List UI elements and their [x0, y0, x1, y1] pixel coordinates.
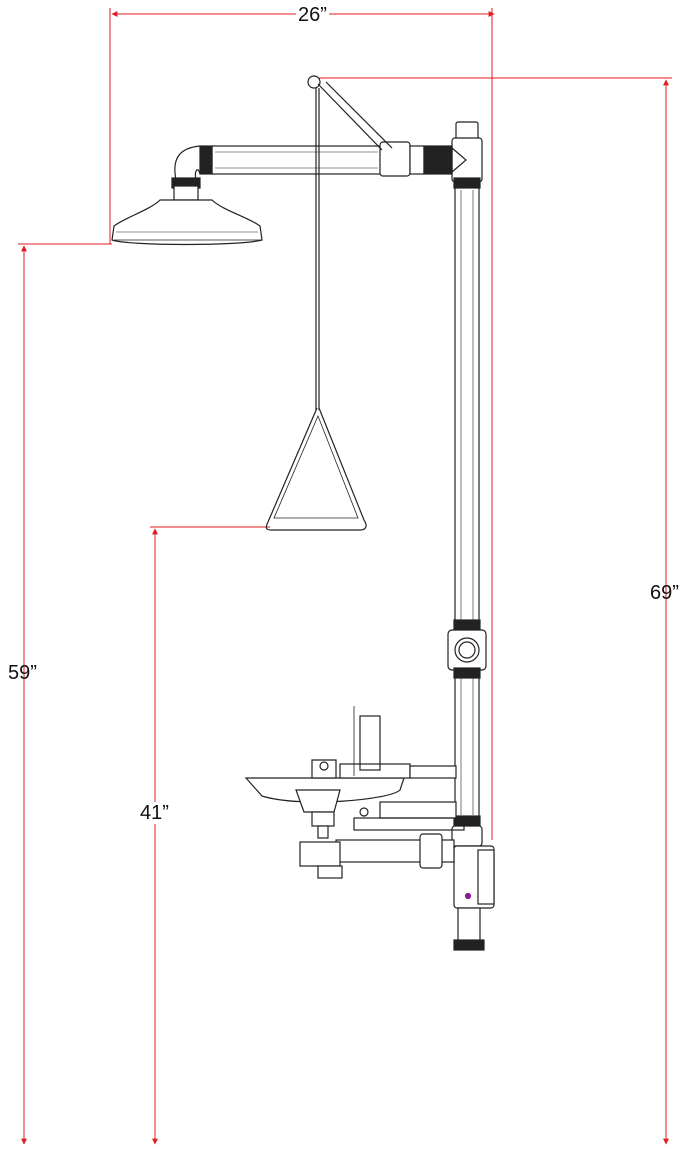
triangle-pull-handle [265, 407, 367, 531]
eyewash-bowl [244, 706, 457, 839]
showerhead-height-dimension-label: 59” [8, 662, 37, 684]
eyewash-valve [299, 801, 495, 951]
vertical-pipe [454, 179, 480, 826]
width-dimension-label: 26” [296, 4, 329, 26]
shower-assembly [111, 75, 495, 951]
total-height-dimension-label: 69” [650, 582, 679, 604]
showerhead [111, 145, 263, 246]
horizontal-arm [199, 141, 453, 177]
middle-coupling [447, 619, 487, 679]
dimension-lines [18, 8, 672, 1145]
pull-handle-height-dimension-label: 41” [138, 802, 171, 824]
pull-lever [307, 75, 393, 410]
top-tee-fitting [451, 121, 483, 189]
